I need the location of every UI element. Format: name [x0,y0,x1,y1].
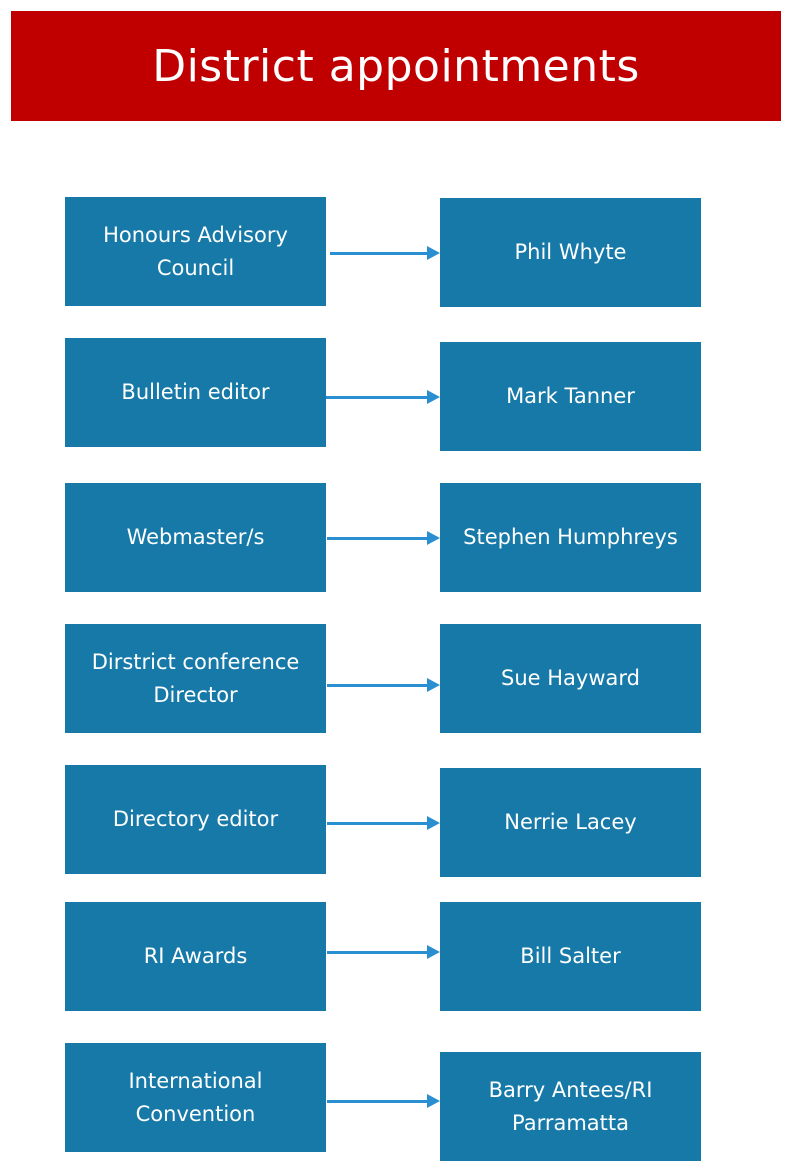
arrow-head-icon [427,390,440,404]
role-box-ri-awards: RI Awards [65,902,326,1011]
arrow-head-icon [427,678,440,692]
role-box-bulletin-editor: Bulletin editor [65,338,326,447]
role-box-directory-editor: Directory editor [65,765,326,874]
role-label: RI Awards [143,944,248,969]
connector-arrow [327,816,440,830]
role-label: Bulletin editor [121,380,270,405]
role-label: Dirstrict conference Director [91,649,300,707]
role-box-webmasters: Webmaster/s [65,483,326,592]
person-label: Sue Hayward [501,666,640,691]
role-box-district-conference-director: Dirstrict conference Director [65,624,326,733]
person-label: Bill Salter [520,944,621,969]
title-banner: District appointments [11,11,781,121]
person-label: Stephen Humphreys [463,525,678,550]
role-label: Webmaster/s [126,525,265,550]
connector-arrow [327,1094,440,1108]
arrow-head-icon [427,531,440,545]
person-box-nerrie-lacey: Nerrie Lacey [440,768,701,877]
person-box-mark-tanner: Mark Tanner [440,342,701,451]
role-label: International Convention [128,1068,263,1126]
role-box-international-convention: International Convention [65,1043,326,1152]
connector-arrow [327,531,440,545]
person-box-bill-salter: Bill Salter [440,902,701,1011]
role-box-honours-advisory-council: Honours Advisory Council [65,197,326,306]
person-box-stephen-humphreys: Stephen Humphreys [440,483,701,592]
role-label: Directory editor [112,807,279,832]
person-label: Phil Whyte [514,240,627,265]
arrow-head-icon [427,816,440,830]
person-box-barry-antees: Barry Antees/RI Parramatta [440,1052,701,1161]
connector-arrow [327,678,440,692]
person-box-sue-hayward: Sue Hayward [440,624,701,733]
arrow-head-icon [427,945,440,959]
arrow-head-icon [427,246,440,260]
person-box-phil-whyte: Phil Whyte [440,198,701,307]
connector-arrow [327,945,440,959]
person-label: Barry Antees/RI Parramatta [488,1077,653,1135]
page-title: District appointments [152,40,640,92]
person-label: Mark Tanner [506,384,635,409]
role-label: Honours Advisory Council [103,222,288,280]
person-label: Nerrie Lacey [504,810,637,835]
arrow-head-icon [427,1094,440,1108]
connector-arrow [326,390,440,404]
connector-arrow [330,246,440,260]
